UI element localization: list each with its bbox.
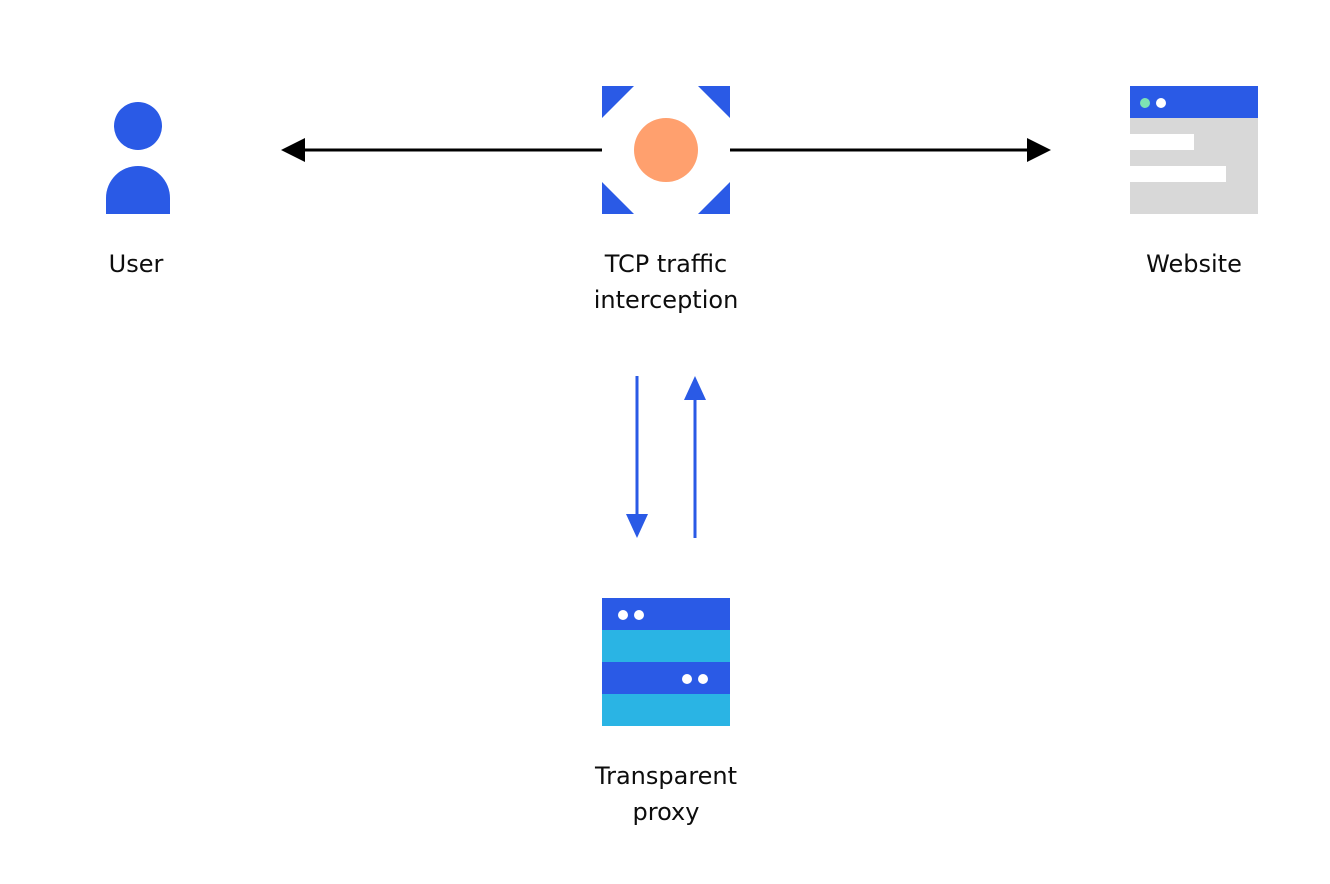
proxy-label: Transparent proxy [546, 758, 786, 830]
proxy-label-line2: proxy [632, 798, 700, 826]
arrow-interception-to-proxy [626, 376, 648, 538]
interception-label-line2: interception [593, 286, 739, 314]
interception-label: TCP traffic interception [546, 246, 786, 318]
website-label: Website [1114, 246, 1274, 282]
user-icon [106, 102, 170, 214]
arrow-proxy-to-interception [684, 376, 706, 538]
user-label: User [76, 246, 196, 282]
interception-icon [602, 86, 730, 214]
server-icon [602, 598, 730, 726]
proxy-label-line1: Transparent [594, 762, 738, 790]
arrow-interception-to-website [730, 138, 1051, 162]
user-label-text: User [108, 250, 164, 278]
website-icon [1130, 86, 1258, 214]
arrow-interception-to-user [281, 138, 602, 162]
interception-label-line1: TCP traffic [604, 250, 728, 278]
website-label-text: Website [1146, 250, 1242, 278]
